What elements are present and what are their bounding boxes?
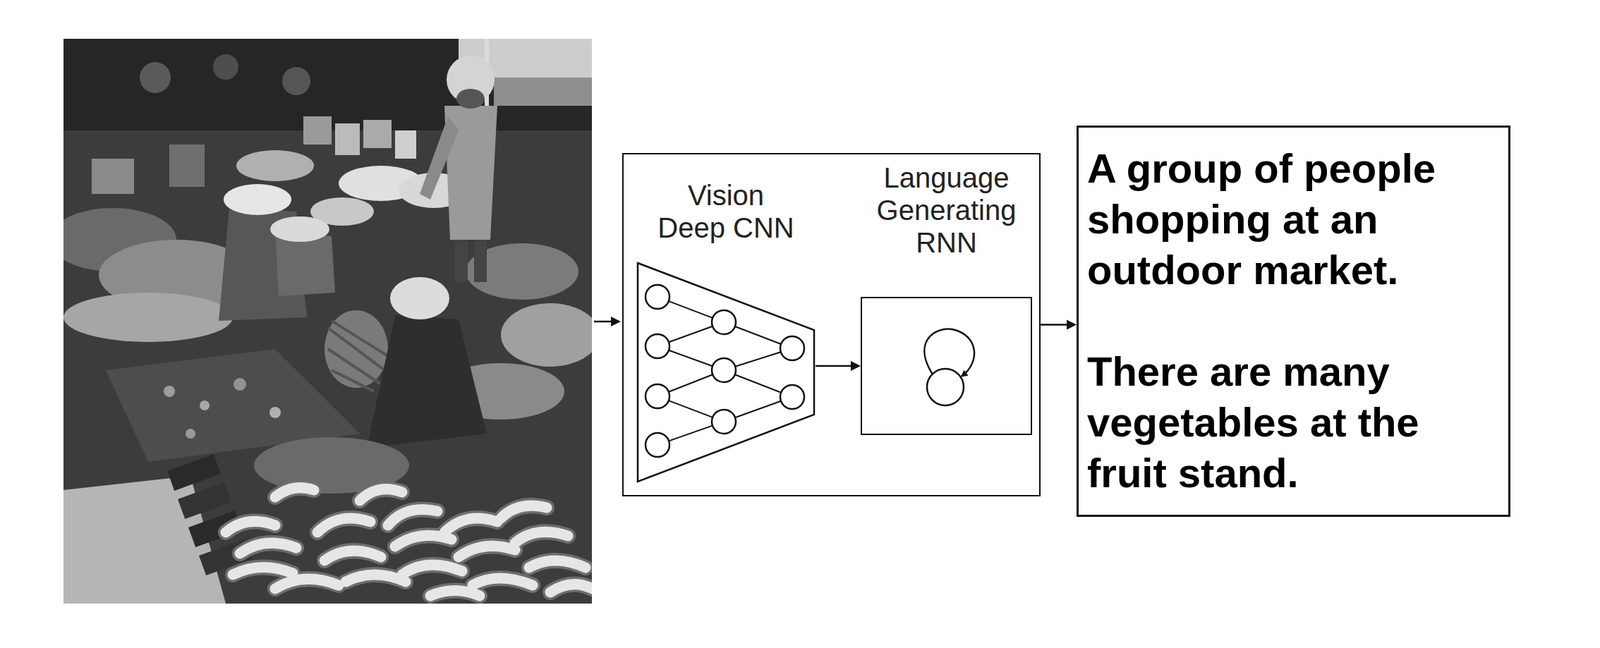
market-photo-detail xyxy=(167,454,221,492)
market-photo-detail xyxy=(177,482,232,520)
connector-arrow xyxy=(1040,320,1077,331)
recurrent-loop-symbol xyxy=(862,298,1030,434)
caption-box: A group of people shopping at an outdoor… xyxy=(1076,125,1511,518)
connector-line xyxy=(815,365,853,368)
neuron xyxy=(711,409,736,434)
market-photo-detail xyxy=(213,54,239,80)
market-photo-detail xyxy=(225,488,592,597)
input-arrow xyxy=(594,320,613,324)
market-photo-detail xyxy=(269,407,281,419)
rnn-box xyxy=(860,297,1033,436)
caption-text: A group of people shopping at an outdoor… xyxy=(1087,143,1500,296)
connector-arrow xyxy=(815,361,861,372)
market-photo-detail xyxy=(303,116,332,145)
market-photo-detail xyxy=(282,67,311,96)
market-photo-detail xyxy=(270,216,330,242)
market-photo-detail xyxy=(185,428,196,439)
neuron-link xyxy=(668,350,713,367)
market-photo-detail xyxy=(91,158,135,195)
market-photo-detail xyxy=(236,150,314,182)
market-photo-detail xyxy=(63,292,233,343)
input-arrowhead xyxy=(610,316,621,327)
neuron xyxy=(645,384,670,409)
market-photo-detail xyxy=(233,378,247,391)
neuron xyxy=(780,336,805,361)
neuron-link xyxy=(735,374,781,393)
recurrent-unit xyxy=(926,368,964,406)
market-scene xyxy=(63,38,592,604)
cnn-node: Vision Deep CNN xyxy=(636,179,816,484)
neuron-link xyxy=(668,374,713,393)
market-photo-detail xyxy=(335,123,360,156)
market-photo-detail xyxy=(225,488,592,597)
neuron xyxy=(780,385,805,410)
market-photo-detail xyxy=(500,303,592,367)
market-photo-detail xyxy=(223,184,292,216)
rnn-node: Language Generating RNN xyxy=(860,161,1033,436)
market-photo-detail xyxy=(456,88,485,109)
neuron-link xyxy=(668,301,713,319)
caption-text: There are many vegetables at the fruit s… xyxy=(1087,346,1500,499)
market-photo-detail xyxy=(163,385,175,398)
neuron xyxy=(645,433,670,458)
arrowhead xyxy=(1066,320,1077,331)
market-photo-detail xyxy=(199,400,210,411)
arrowhead xyxy=(850,361,861,372)
market-photo-detail xyxy=(419,116,459,200)
cnn-trapezoid xyxy=(636,261,816,484)
market-photo-detail xyxy=(139,62,171,94)
neuron-link xyxy=(668,326,713,343)
neuron-link xyxy=(735,326,781,345)
neuron-link xyxy=(668,400,713,418)
market-photo-detail xyxy=(455,239,468,283)
neuron-link xyxy=(735,401,781,418)
module-heading: Vision Deep CNN xyxy=(651,179,801,245)
connector-line xyxy=(1040,323,1069,326)
market-photo-detail xyxy=(366,315,487,448)
market-photo-detail xyxy=(474,239,487,283)
neuron xyxy=(645,334,670,359)
market-photo-detail xyxy=(169,144,205,187)
module-heading: Language Generating RNN xyxy=(860,161,1033,259)
trapezoid-outline xyxy=(637,263,815,482)
neuron-link xyxy=(668,426,713,442)
neuron xyxy=(711,310,736,335)
market-photo-detail xyxy=(395,130,417,159)
model-panel: Vision Deep CNN Language Generating RNN xyxy=(622,153,1041,497)
market-photo-detail xyxy=(390,277,450,320)
neuron-link xyxy=(735,352,781,367)
neuron xyxy=(645,285,670,309)
market-photo-detail xyxy=(328,320,389,392)
market-photo-detail xyxy=(363,119,392,149)
neuron xyxy=(711,358,736,383)
market-photo-detail xyxy=(493,77,592,106)
